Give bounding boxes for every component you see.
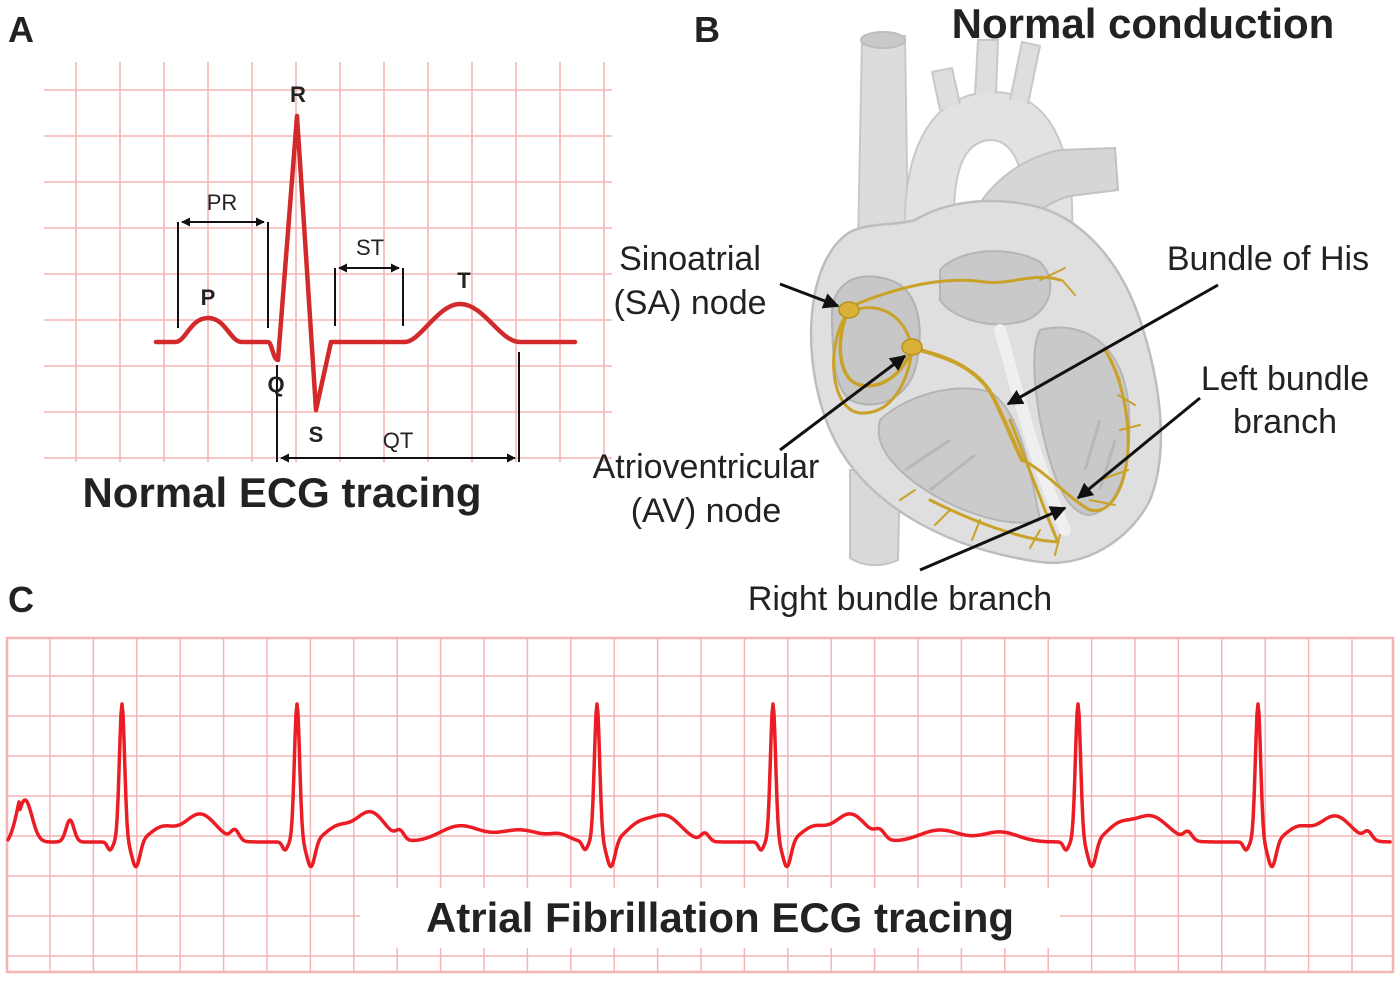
left-bundle-label-line1: Left bundle [1201,360,1369,398]
bundle-of-his-pointer [1006,283,1219,406]
normal-ecg-trace [153,113,578,413]
annotation-arrows [779,282,1219,572]
papillary-muscles [904,419,1117,492]
left-bundle-label-line2: branch [1233,403,1337,441]
sa-node-label-line2: (SA) node [613,284,766,322]
purkinje-fibers [899,267,1141,556]
right-bundle-pointer [919,506,1067,572]
vena-cava-opening [860,31,906,49]
t-wave-label: T [457,268,471,293]
pr-label: PR [207,190,238,215]
right-bundle-label: Right bundle branch [748,580,1052,618]
left-bundle-pointer [1076,396,1201,500]
panel-b: B Normal conduction [593,0,1370,618]
normal-conduction-title: Normal conduction [952,0,1335,47]
title-backdrop [360,888,1060,948]
left-bundle-branch-path [1020,348,1130,513]
q-wave-label: Q [267,372,284,397]
panel-c-letter: C [8,579,34,620]
qt-label: QT [383,428,414,453]
afib-ecg-title: Atrial Fibrillation ECG tracing [426,894,1014,941]
internodal-pathway-outer [832,310,914,415]
s-wave-label: S [309,422,324,447]
panel-c: C Atrial Fibrillation ECG tracing [5,579,1395,974]
av-node-label-line1: Atrioventricular [593,448,820,486]
normal-ecg-title: Normal ECG tracing [82,469,481,516]
av-node-label-line2: (AV) node [631,492,782,530]
aortic-branches [930,39,1042,111]
p-wave-label: P [201,285,216,310]
heart-illustration [809,31,1163,566]
afib-ecg-trace [6,702,1392,869]
panel-a-letter: A [8,9,34,50]
ecg-grid-a [44,62,612,462]
av-node-pointer [779,354,907,452]
his-bundle-path [910,346,1024,462]
panel-a: A PR ST QT R P T Q S Normal ECG tracing [8,9,612,516]
grid-border [5,636,1395,974]
r-wave-label: R [290,82,306,107]
bundle-of-his-label: Bundle of His [1167,240,1369,278]
av-node [901,338,923,356]
right-ventricle [877,387,1042,524]
panel-b-letter: B [694,9,720,50]
bachmann-bundle [850,275,1062,308]
sa-node [838,301,860,319]
sa-node-label-line1: Sinoatrial [619,240,761,278]
interval-markers [177,217,520,463]
left-atrium [939,250,1052,326]
superior-vena-cava [856,34,910,247]
st-label: ST [356,235,384,260]
septum [994,324,1071,536]
sa-node-pointer [779,282,840,309]
